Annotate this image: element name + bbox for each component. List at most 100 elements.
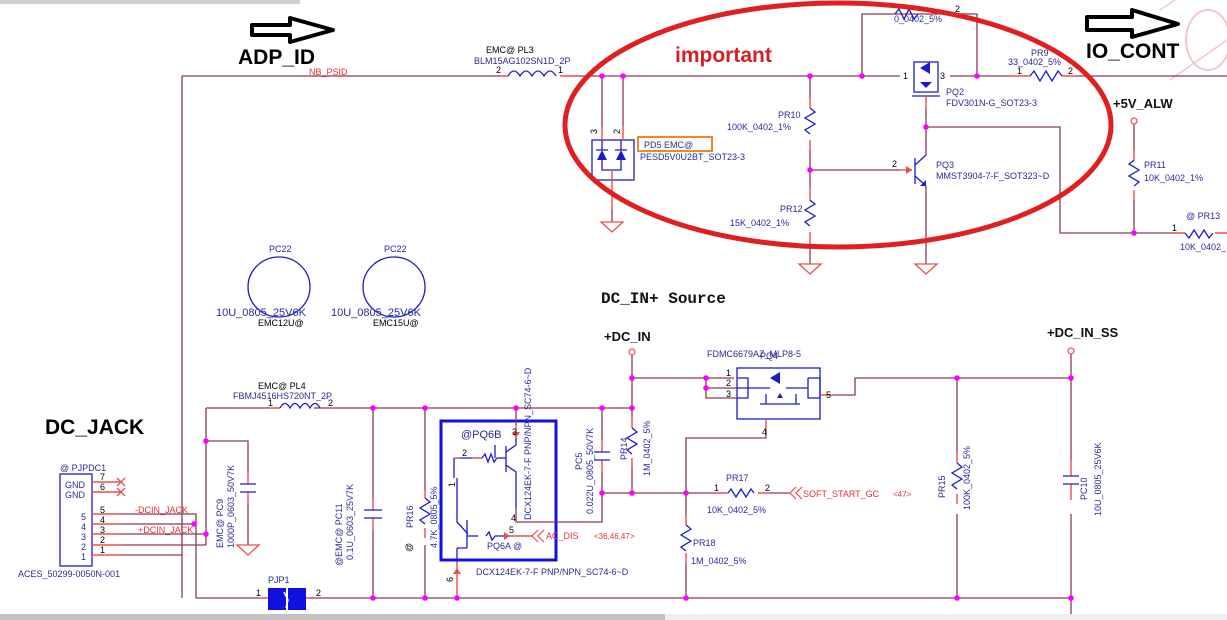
power-port-dc-in [628, 348, 636, 356]
pjpdc1-pin: 5 [81, 512, 86, 522]
jumper-pjp1 [260, 588, 312, 610]
capacitor-pc11 [364, 498, 382, 530]
resistor-pr16 [418, 490, 432, 538]
important-label: important [675, 44, 772, 67]
footprint-pc22-a [247, 256, 311, 318]
pjpdc1-pin: 1 [81, 552, 86, 562]
horizontal-scrollbar-thumb[interactable] [0, 614, 665, 620]
inductor-pl3 [500, 70, 580, 78]
pd5-ref: PD5 EMC@ [644, 140, 693, 150]
pr13-pin: 1 [1172, 223, 1177, 233]
wire-pq3-base [809, 150, 900, 171]
pc5-ref: PC5 [574, 452, 584, 470]
pr15-ref: PR15 [937, 475, 947, 498]
pr16-value: 4.7K_0805_5% [429, 486, 439, 548]
pjpdc1-value: ACES_50299-0050N-001 [18, 569, 120, 579]
pjp1-pin: 1 [256, 588, 261, 598]
pjpdc1-pin: 5 [100, 505, 105, 515]
net-5v-alw: +5V_ALW [1113, 96, 1173, 111]
pjpdc1-gnd: GND [65, 480, 86, 490]
resistor-pr10 [803, 98, 817, 150]
pjpdc1-pin: 1 [100, 545, 105, 555]
viewer-top-edge [0, 0, 300, 4]
pq6-pin: 6 [445, 577, 455, 582]
pjpdc1-pin: 7 [100, 472, 105, 482]
wire-pc9 [206, 440, 249, 472]
pr12-ref: PR12 [780, 204, 803, 214]
pr9-ref: PR9 [1031, 48, 1049, 58]
pq2-ref: PQ2 [946, 87, 964, 97]
pq3-value: MMST3904-7-F_SOT323~D [936, 171, 1050, 181]
resistor-pr9 [1010, 69, 1075, 83]
pl3-ref: EMC@ PL3 [486, 45, 534, 55]
net-ac-dis-ref: <36,46,47> [594, 532, 635, 541]
pr9-pin: 2 [1068, 66, 1073, 76]
pq4-pin: 5 [826, 390, 831, 400]
pc10-value: 10U_0805_25V6K [1093, 442, 1103, 516]
pc22a-tag: EMC12U@ [258, 318, 304, 328]
pq4-pin: 2 [726, 378, 731, 388]
pr18-ref: PR18 [693, 538, 716, 548]
net-dcin-jack-neg: -DCIN_JACK [135, 505, 188, 515]
pr9-pin: 1 [1017, 66, 1022, 76]
pr16-ref: PR16 [405, 505, 415, 528]
net-soft-start-gc: SOFT_START_GC [803, 489, 880, 499]
wire-pd5 [601, 76, 624, 126]
pr17-ref: PR17 [726, 473, 749, 483]
pr14-value: 1M_0402_5% [642, 420, 652, 476]
pc22a-ref: PC22 [269, 244, 292, 254]
mosfet-pq4 [685, 367, 1072, 493]
pq3-ref: PQ3 [936, 160, 954, 170]
pq4-pin: 1 [726, 368, 731, 378]
wire-dc-jack [122, 513, 206, 598]
pr11-value: 10K_0402_1% [1144, 173, 1203, 183]
pq6-pin: 5 [509, 525, 514, 535]
pc11-ref: @EMC@ PC11 [334, 503, 344, 566]
pjpdc1-pin: 3 [100, 525, 105, 535]
pq4-pin: 3 [726, 389, 731, 399]
pq2-value: FDV301N-G_SOT23-3 [946, 98, 1037, 108]
transistor-pq6a [453, 478, 532, 598]
important-highlight-ellipse [562, 0, 1114, 250]
pc22b-value: 10U_0805_25V6K [331, 307, 422, 319]
pq6-highlight-box [439, 419, 558, 562]
pl3-pin: 2 [496, 65, 501, 75]
wire-pr7-bypass [861, 13, 978, 76]
pr17-value: 10K_0402_5% [707, 505, 766, 515]
pc22a-value: 10U_0805_25V6K [216, 307, 307, 319]
pq6b-ref: @PQ6B [461, 429, 502, 441]
pd5-highlight-box [637, 136, 713, 152]
pr17-pin: 2 [765, 483, 770, 493]
pd5-pin: 3 [589, 129, 599, 134]
pq6a-ref: PQ6A @ [487, 541, 522, 551]
power-port-dc-in-ss [1067, 347, 1075, 355]
pc11-value: 0.1U_0603_25V7K [345, 484, 355, 560]
net-ac-dis: AC_DIS [546, 531, 579, 541]
capacitor-pc9 [235, 472, 261, 556]
pc5-value: 0.022U_0805_50V7K [585, 428, 595, 514]
watermark-logo [1159, 0, 1227, 81]
pjp1-ref: PJP1 [268, 575, 290, 585]
transistor-pq6b [453, 408, 603, 523]
pl4-ref: EMC@ PL4 [258, 381, 306, 391]
resistor-pr18 [679, 493, 693, 598]
pjpdc1-pin: 4 [100, 515, 105, 525]
pr7-value: 0_0402_5% [894, 14, 942, 24]
pc10-ref: PC10 [1079, 477, 1089, 500]
pq6-pin: 1 [447, 482, 457, 487]
pq6-pin: 3 [512, 427, 517, 437]
pjpdc1-pin: 2 [81, 542, 86, 552]
net-soft-start-ref: <47> [893, 490, 912, 499]
resistor-pr13 [1175, 228, 1227, 240]
pc22b-tag: EMC15U@ [373, 318, 419, 328]
power-port-5v-alw [1130, 117, 1138, 125]
pjpdc1-pin: 3 [81, 532, 86, 542]
capacitor-pc5 [594, 440, 610, 472]
pl3-pin: 1 [558, 65, 563, 75]
pc22b-ref: PC22 [384, 244, 407, 254]
resistor-pr7 [894, 7, 919, 21]
pr7-pin: 2 [955, 4, 960, 14]
pjpdc1-ref: @ PJPDC1 [60, 463, 106, 473]
inductor-pl4 [270, 402, 330, 410]
